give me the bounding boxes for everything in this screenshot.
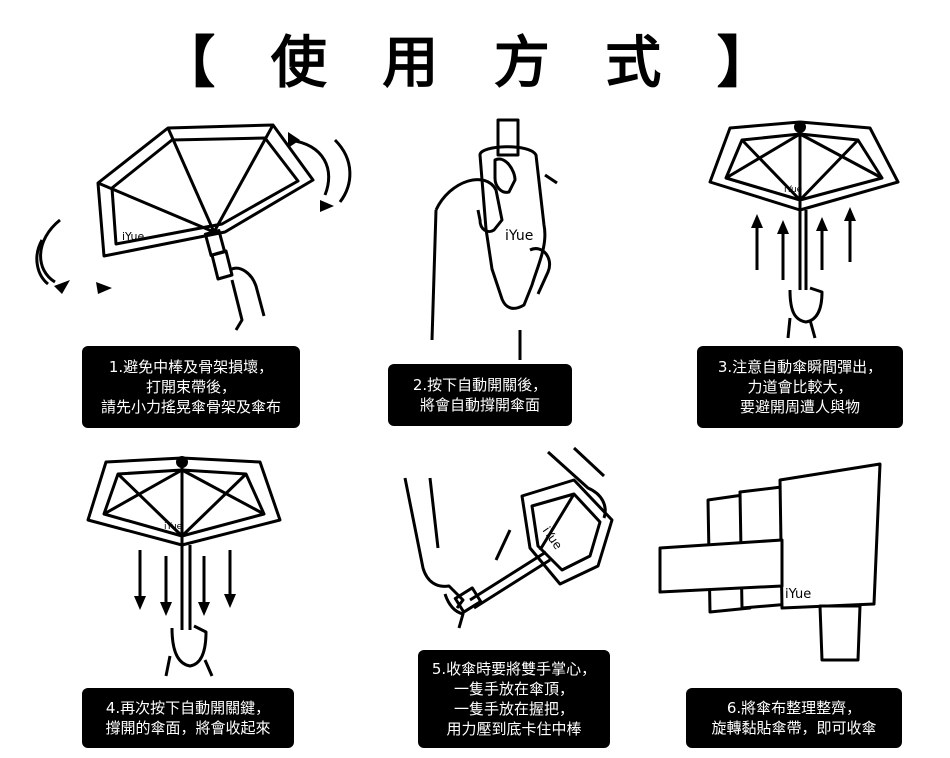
caption-line: 5.收傘時要將雙手掌心，: [431, 660, 597, 678]
caption-line: 力道會比較大，: [747, 378, 853, 396]
brand-label: iYue: [122, 230, 144, 243]
brand-label: iYue: [785, 587, 811, 602]
step-6-caption: 6.將傘布整理整齊， 旋轉黏貼傘帶，即可收傘: [686, 688, 902, 748]
caption-line: 用力壓到底卡住中棒: [446, 720, 582, 738]
caption-line: 旋轉黏貼傘帶，即可收傘: [711, 719, 877, 737]
caption-line: 將會自動撐開傘面: [419, 396, 540, 414]
caption-line: 1.避免中棒及骨架損壞，: [108, 358, 274, 376]
caption-line: 2.按下自動開關後，: [412, 376, 548, 394]
step-2-caption: 2.按下自動開關後， 將會自動撐開傘面: [388, 364, 572, 426]
caption-line: 打開束帶後，: [145, 378, 236, 396]
caption-line: 一隻手放在傘頂，: [453, 680, 574, 698]
caption-line: 3.注意自動傘瞬間彈出，: [717, 358, 883, 376]
brand-label: iYue: [784, 185, 803, 195]
caption-line: 6.將傘布整理整齊，: [726, 699, 862, 717]
page-title: 【 使 用 方 式 】: [159, 31, 791, 96]
brand-label: iYue: [505, 228, 533, 244]
caption-line: 請先小力搖晃傘骨架及傘布: [100, 398, 281, 416]
step-4-caption: 4.再次按下自動開關鍵， 撐開的傘面，將會收起來: [82, 688, 294, 748]
caption-line: 4.再次按下自動開關鍵，: [105, 699, 271, 717]
step-1-caption: 1.避免中棒及骨架損壞， 打開束帶後， 請先小力搖晃傘骨架及傘布: [82, 346, 300, 428]
caption-line: 一隻手放在握把，: [453, 700, 574, 718]
caption-line: 要避開周遭人與物: [739, 398, 860, 416]
caption-line: 撐開的傘面，將會收起來: [105, 719, 271, 737]
step-5-caption: 5.收傘時要將雙手掌心， 一隻手放在傘頂， 一隻手放在握把， 用力壓到底卡住中棒: [418, 650, 610, 748]
brand-label: iYue: [164, 522, 183, 532]
step-3-caption: 3.注意自動傘瞬間彈出， 力道會比較大， 要避開周遭人與物: [697, 346, 903, 428]
